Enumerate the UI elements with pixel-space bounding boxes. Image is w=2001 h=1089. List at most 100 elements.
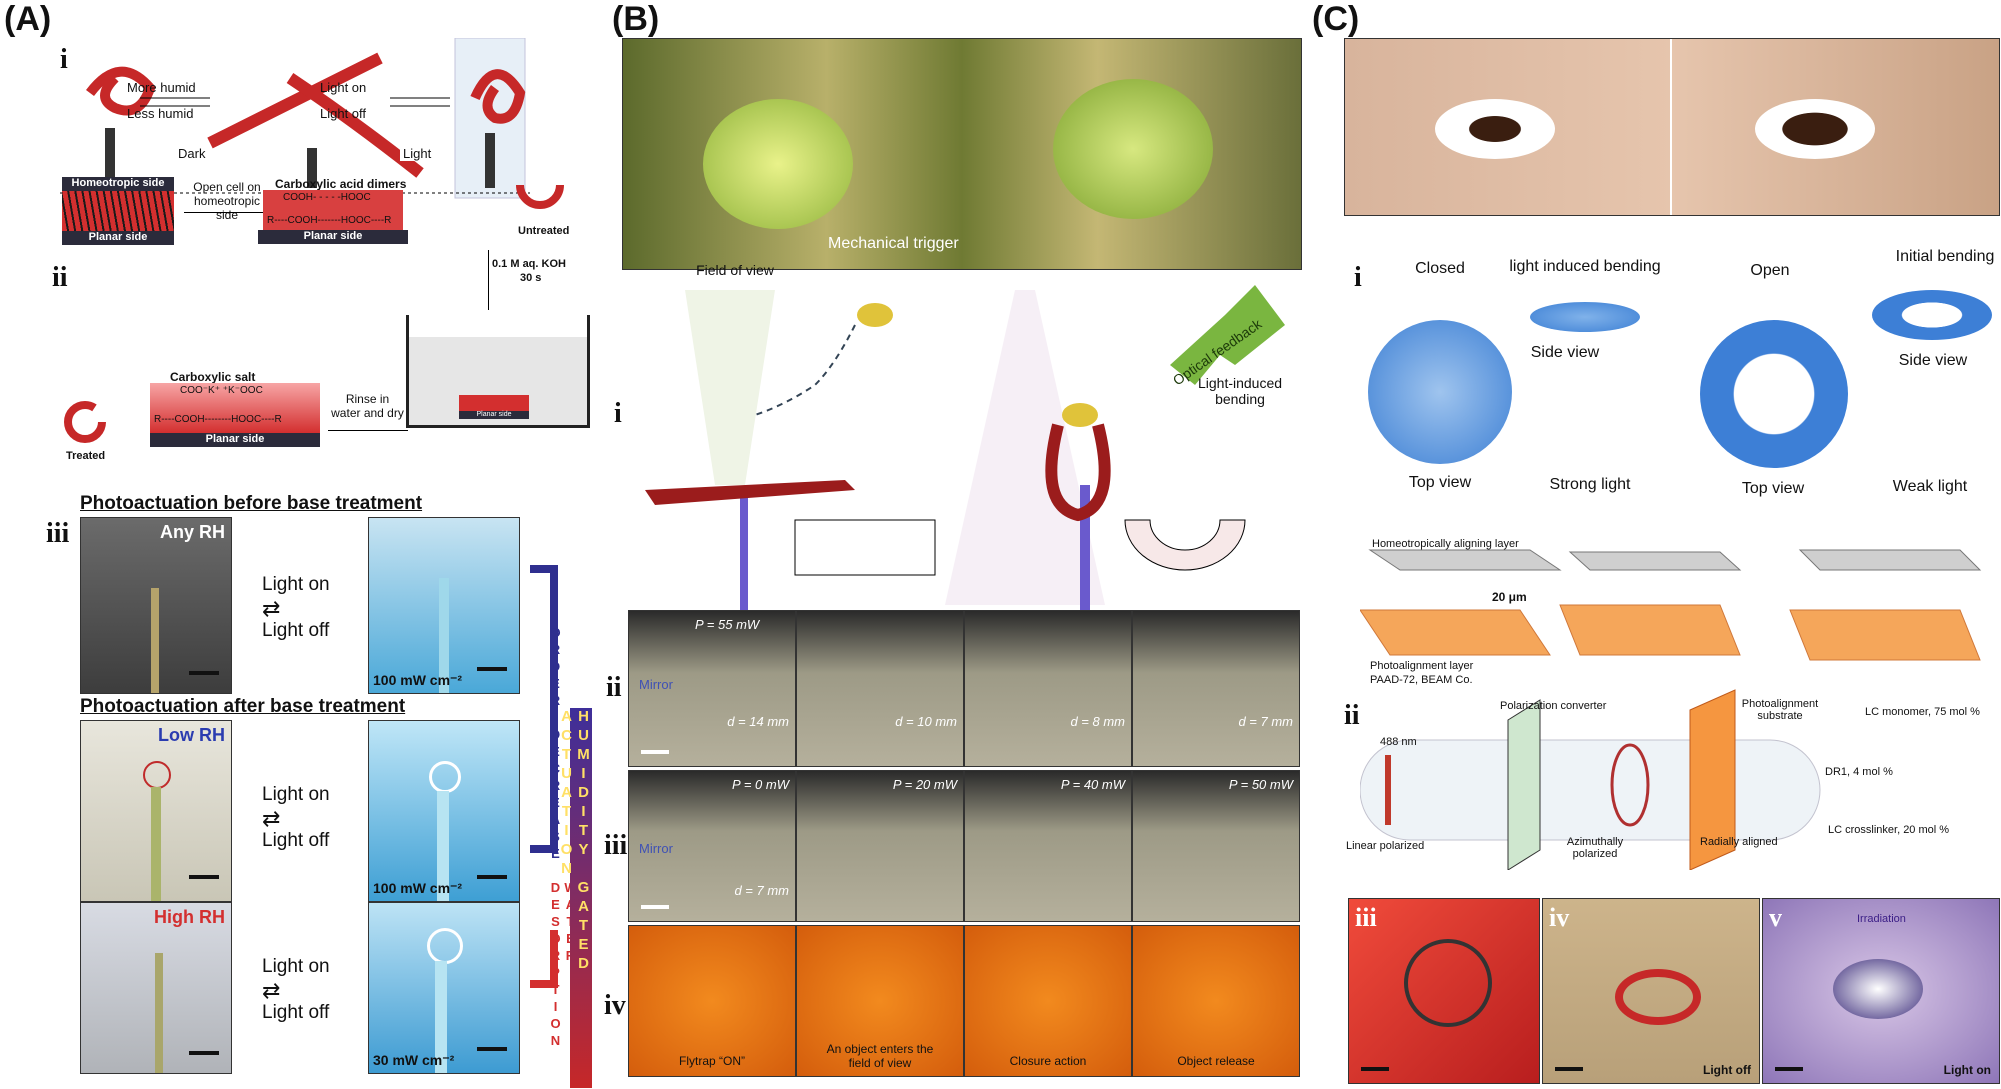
strong-light-label: Strong light — [1549, 476, 1631, 493]
open-label: Open — [1750, 262, 1790, 279]
untreated-shape — [516, 184, 564, 209]
side-view-label: Side view — [1530, 344, 1600, 361]
order-arrow-bottom — [530, 845, 558, 853]
b-iii-power-4: P = 50 mW — [1228, 777, 1293, 792]
flytrap-photo: Mechanical trigger — [622, 38, 1302, 270]
intensity-1: 100 mW cm⁻² — [373, 672, 463, 688]
b-iii-frame-4: P = 50 mW — [1132, 770, 1300, 922]
open-cell-arrow — [184, 212, 264, 213]
photo-high-rh: High RH — [80, 902, 232, 1074]
homeotropic-side-bar: Homeotropic side — [62, 177, 174, 191]
panel-c-label: (C) — [1312, 0, 1360, 38]
salt-mid: R----COOH--------HOOC----R — [154, 414, 282, 425]
b-iv-caption-2: An object enters the field of view — [826, 1042, 934, 1070]
panel-a-i-label: i — [60, 44, 68, 75]
top-view-label: Top view — [1408, 474, 1472, 491]
b-iii-frame-3: P = 40 mW — [964, 770, 1132, 922]
b-iii-mirror-label: Mirror — [639, 841, 673, 856]
homeo-layer-label: Homeotropically aligning layer — [1372, 538, 1519, 550]
rinse-arrow — [328, 430, 408, 431]
mechanical-trigger-label: Mechanical trigger — [828, 235, 959, 252]
light-off-3: Light off — [262, 1002, 330, 1023]
b-iv-row: Flytrap “ON” An object enters the field … — [628, 925, 1300, 1077]
planar-side-bar-3: Planar side — [150, 433, 320, 447]
b-iv-caption-4: Object release — [1177, 1054, 1255, 1068]
b-ii-row: P = 55 mW Mirror d = 14 mm d = 10 mm d =… — [628, 610, 1300, 767]
b-iv-caption-1: Flytrap “ON” — [679, 1054, 745, 1068]
salt-top: COO⁻K⁺ ⁺K⁻OOC — [180, 385, 263, 396]
light-on-label-c: Light on — [1943, 1063, 1991, 1077]
weak-light-label: Weak light — [1892, 478, 1968, 495]
b-iv-caption-3: Closure action — [1009, 1054, 1087, 1068]
light-on-3: Light on — [262, 956, 330, 977]
light-off-1: Light off — [262, 620, 330, 641]
b-iii-frame-2: P = 20 mW — [796, 770, 964, 922]
panel-b-i-label: i — [614, 398, 622, 429]
b-ii-distance-1: d = 14 mm — [727, 714, 789, 729]
b-ii-distance-4: d = 7 mm — [1238, 714, 1293, 729]
intensity-3: 30 mW cm⁻² — [373, 1052, 455, 1068]
treated-label: Treated — [66, 450, 106, 462]
koh-arrow — [488, 250, 489, 310]
treated-shape — [64, 401, 106, 443]
treated-film: COO⁻K⁺ ⁺K⁻OOC R----COOH--------HOOC----R — [150, 383, 320, 433]
order-arrow-shaft — [550, 565, 558, 850]
b-ii-distance-2: d = 10 mm — [895, 714, 957, 729]
panel-a-label: (A) — [4, 0, 52, 38]
planar-side-bar-2: Planar side — [258, 230, 408, 244]
b-ii-distance-3: d = 8 mm — [1070, 714, 1125, 729]
side-view-label-2: Side view — [1898, 352, 1968, 369]
light-off-label: Light off — [320, 106, 367, 121]
closed-disc-side-view — [1530, 302, 1640, 332]
panel-a-iii-label: iii — [46, 518, 70, 549]
intensity-2: 100 mW cm⁻² — [373, 880, 463, 896]
equilibrium-arrow-1: ⇄ — [262, 596, 281, 621]
photo-before-light: 100 mW cm⁻² — [368, 517, 520, 694]
light-label: Light — [400, 146, 435, 161]
open-cell-label: Open cell on homeotropic side — [193, 180, 261, 222]
salt-title: Carboxylic salt — [170, 370, 256, 384]
b-ii-mirror-label: Mirror — [639, 677, 673, 692]
less-humid-label: Less humid — [127, 106, 194, 121]
open-ring-side-view — [1872, 290, 1992, 340]
thickness-label: 20 μm — [1492, 590, 1527, 604]
low-rh-label: Low RH — [158, 725, 225, 745]
light-on-2: Light on — [262, 784, 330, 805]
photo-low-rh: Low RH — [80, 720, 232, 902]
photo-layer-label-2: PAAD-72, BEAM Co. — [1370, 674, 1473, 686]
untreated-label: Untreated — [518, 225, 570, 237]
b-iii-frame-1: P = 0 mW Mirror d = 7 mm — [628, 770, 796, 922]
before-treatment-title: Photoactuation before base treatment — [80, 493, 423, 514]
b-iii-power-2: P = 20 mW — [892, 777, 957, 792]
wavelength-label: 488 nm — [1380, 736, 1417, 748]
light-off-2: Light off — [262, 830, 330, 851]
order-arrow-top — [530, 565, 558, 573]
dimers-title: Carboxylic acid dimers — [275, 177, 407, 191]
azimuthally-polarized-label: Azimuthally polarized — [1566, 836, 1624, 860]
photoalignment-substrate-label: Photoalignment substrate — [1741, 698, 1819, 722]
b-ii-frame-2: d = 10 mm — [796, 610, 964, 767]
equilibrium-arrow-3: ⇄ — [262, 978, 281, 1003]
light-induced-bending-label: Light-induced bending — [1197, 375, 1283, 407]
lc-monomer-label: LC monomer, 75 mol % — [1865, 706, 1980, 718]
humidity-gated-bar: HUMIDITY GATED ACTUATION — [558, 708, 592, 1088]
closed-disc-top-view — [1368, 320, 1512, 464]
water-arrow-shaft — [550, 930, 558, 988]
koh-label: 0.1 M aq. KOH — [492, 258, 566, 270]
b-iii-row: P = 0 mW Mirror d = 7 mm P = 20 mW P = 4… — [628, 770, 1300, 922]
b-iii-power-1: P = 0 mW — [732, 777, 789, 792]
b-ii-power-1: P = 55 mW — [695, 617, 760, 632]
c-iii-photo: iii — [1348, 898, 1540, 1084]
closed-label: Closed — [1415, 260, 1465, 277]
c-iv-photo: iv Light off — [1542, 898, 1760, 1084]
top-view-label-2: Top view — [1741, 480, 1805, 497]
panel-b-iii-label: iii — [604, 830, 628, 861]
panel-c-v-label: v — [1769, 903, 1782, 932]
polarization-converter-label: Polarization converter — [1500, 700, 1607, 712]
irradiation-label: Irradiation — [1857, 913, 1906, 925]
panel-c-iii-label: iii — [1355, 903, 1377, 932]
photo-after-low: 100 mW cm⁻² — [368, 720, 520, 902]
koh-time-label: 30 s — [520, 272, 542, 284]
b-ii-frame-4: d = 7 mm — [1132, 610, 1300, 767]
eyes-photo — [1344, 38, 2000, 216]
